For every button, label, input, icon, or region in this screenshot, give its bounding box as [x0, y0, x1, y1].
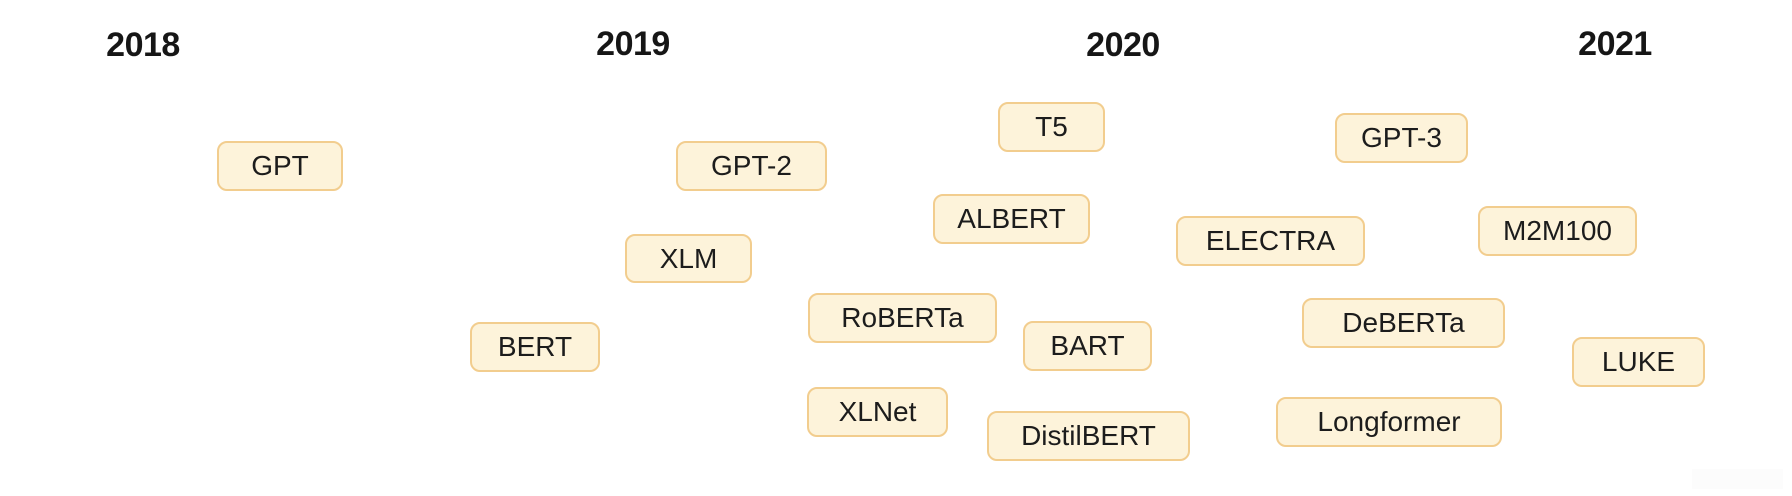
model-badge-label: T5 [1035, 111, 1068, 142]
model-badge-xlnet: XLNet [807, 387, 948, 437]
model-badge-luke: LUKE [1572, 337, 1705, 387]
model-badge-deberta: DeBERTa [1302, 298, 1505, 348]
model-badge-gpt: GPT [217, 141, 343, 191]
model-badge-t5: T5 [998, 102, 1105, 152]
watermark-box [1692, 469, 1783, 489]
model-badge-label: ELECTRA [1205, 225, 1336, 256]
model-badge-label: BERT [497, 331, 573, 362]
model-badge-longformer: Longformer [1276, 397, 1502, 447]
model-badge-bert: BERT [470, 322, 600, 372]
model-badge-bart: BART [1023, 321, 1152, 371]
model-badge-gpt-3: GPT-3 [1335, 113, 1468, 163]
year-label-2018: 2018 [106, 26, 180, 64]
model-badge-label: GPT [251, 150, 309, 181]
model-badge-gpt-2: GPT-2 [676, 141, 827, 191]
model-badge-albert: ALBERT [933, 194, 1090, 244]
model-badge-label: GPT-2 [711, 150, 792, 181]
model-badge-label: ALBERT [957, 203, 1066, 234]
model-badge-label: LUKE [1601, 346, 1676, 377]
model-badge-label: RoBERTa [841, 302, 964, 333]
model-badge-label: DeBERTa [1342, 307, 1465, 338]
model-badge-label: Longformer [1317, 406, 1461, 437]
year-label-2021: 2021 [1578, 25, 1652, 63]
year-label-2019: 2019 [596, 25, 670, 63]
model-badge-label: GPT-3 [1361, 122, 1442, 153]
model-badge-electra: ELECTRA [1176, 216, 1365, 266]
model-badge-label: XLM [659, 242, 718, 274]
model-badge-label: BART [1050, 330, 1125, 361]
model-badge-distilbert: DistilBERT [987, 411, 1190, 461]
model-badge-label: DistilBERT [1021, 420, 1156, 451]
model-badge-m2m100: M2M100 [1478, 206, 1637, 256]
model-badge-roberta: RoBERTa [808, 293, 997, 343]
year-label-2020: 2020 [1086, 26, 1160, 64]
model-badge-label: XLNet [838, 396, 917, 427]
model-badge-xlm: XLM [625, 234, 752, 283]
model-badge-label: M2M100 [1503, 215, 1612, 246]
